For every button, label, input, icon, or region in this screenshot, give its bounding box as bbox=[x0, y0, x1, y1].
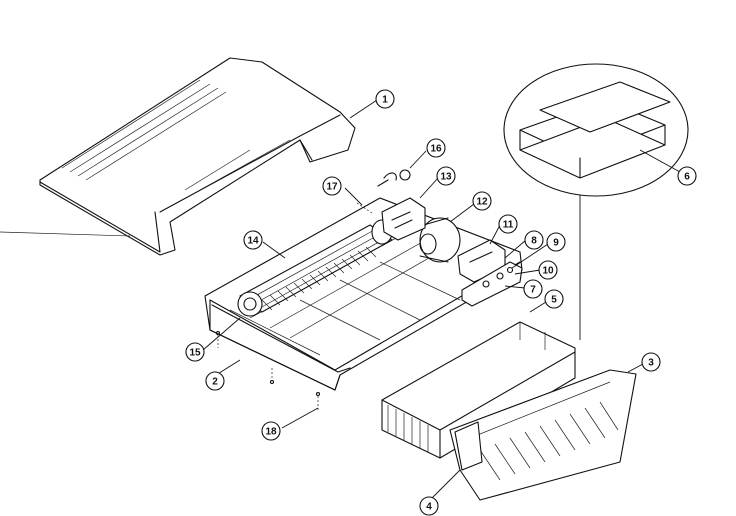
part-front-grille bbox=[449, 369, 637, 501]
callout-number: 8 bbox=[531, 236, 537, 247]
callout-circle bbox=[523, 279, 543, 299]
callout-number: 1 bbox=[382, 95, 388, 106]
callout-15: 15 bbox=[185, 342, 205, 362]
callout-16: 16 bbox=[426, 138, 446, 158]
part-top-cover bbox=[0, 57, 356, 256]
part-control-assembly bbox=[457, 239, 523, 307]
callout-circle bbox=[641, 352, 661, 372]
callout-number: 3 bbox=[648, 358, 654, 369]
callout-number: 11 bbox=[503, 220, 514, 231]
callout-9: 9 bbox=[546, 232, 566, 252]
callout-circle bbox=[544, 289, 564, 309]
callout-number: 10 bbox=[542, 266, 554, 277]
leader-lines bbox=[202, 99, 681, 501]
callout-number: 14 bbox=[247, 236, 259, 247]
callout-circle bbox=[322, 176, 342, 196]
callout-circle bbox=[538, 260, 558, 280]
callout-7: 7 bbox=[523, 279, 543, 299]
callout-circle bbox=[524, 230, 544, 250]
callout-circle bbox=[205, 371, 225, 391]
callout-circle bbox=[677, 166, 697, 186]
callout-number: 18 bbox=[265, 427, 277, 438]
callout-circle bbox=[436, 166, 456, 186]
callout-circle bbox=[375, 89, 395, 109]
callout-number: 12 bbox=[476, 197, 488, 208]
callout-circle bbox=[472, 191, 492, 211]
callout-10: 10 bbox=[538, 260, 558, 280]
callout-number: 2 bbox=[212, 377, 218, 388]
callout-circle bbox=[546, 232, 566, 252]
callout-circle bbox=[261, 421, 281, 441]
callout-13: 13 bbox=[436, 166, 456, 186]
callout-circle bbox=[498, 214, 518, 234]
part-heat-exchanger bbox=[381, 321, 576, 459]
callout-number: 15 bbox=[189, 348, 201, 359]
callout-circle bbox=[419, 496, 439, 516]
part-screw bbox=[356, 202, 373, 214]
callout-circle bbox=[243, 230, 263, 250]
callout-17: 17 bbox=[322, 176, 342, 196]
callout-circle bbox=[185, 342, 205, 362]
callout-number: 9 bbox=[553, 238, 559, 249]
part-blower-wheel bbox=[237, 219, 393, 317]
part-fitting bbox=[377, 169, 411, 187]
callout-6: 6 bbox=[677, 166, 697, 186]
callout-3: 3 bbox=[641, 352, 661, 372]
callout-number: 6 bbox=[684, 172, 690, 183]
callout-5: 5 bbox=[544, 289, 564, 309]
callout-11: 11 bbox=[498, 214, 518, 234]
callout-number: 5 bbox=[551, 295, 557, 306]
callout-14: 14 bbox=[243, 230, 263, 250]
part-filter-inset bbox=[503, 63, 689, 340]
callout-4: 4 bbox=[419, 496, 439, 516]
callout-number: 16 bbox=[430, 144, 442, 155]
callout-circle bbox=[426, 138, 446, 158]
callout-number: 7 bbox=[530, 285, 536, 296]
part-motor-bracket bbox=[381, 197, 426, 241]
callout-number: 4 bbox=[426, 502, 432, 513]
callout-12: 12 bbox=[472, 191, 492, 211]
callout-8: 8 bbox=[524, 230, 544, 250]
callout-18: 18 bbox=[261, 421, 281, 441]
part-fasteners bbox=[215, 330, 321, 410]
part-motor bbox=[419, 217, 461, 263]
callout-2: 2 bbox=[205, 371, 225, 391]
callout-number: 13 bbox=[440, 172, 452, 183]
callout-number: 17 bbox=[326, 182, 338, 193]
callout-1: 1 bbox=[375, 89, 395, 109]
